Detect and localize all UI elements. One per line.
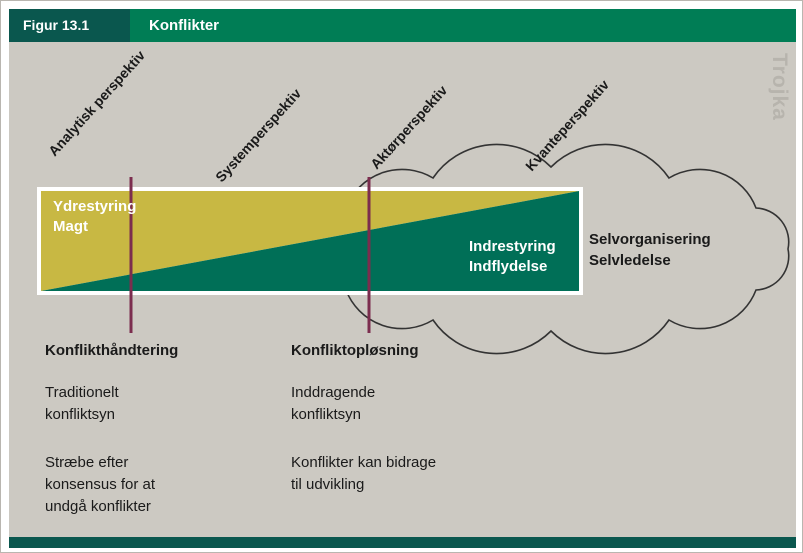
column-text-traditionelt: Traditionelt konfliktsyn [45, 384, 119, 423]
figure-title: Konflikter [149, 17, 220, 34]
bottom-accent-bar [9, 537, 796, 548]
publisher-watermark: Trojka [768, 53, 791, 121]
cloud-label-selvorganisering: Selvorganisering Selvledelse [589, 231, 711, 269]
column-text-inddragende: Inddragende konfliktsyn [291, 384, 376, 423]
figure-number-badge: Figur 13.1 [9, 9, 130, 42]
column-heading-konfliktoploesning: Konfliktopløsning [291, 342, 419, 359]
column-text-bidrage: Konflikter kan bidrage til udvikling [291, 454, 437, 493]
figure-number-label: Figur 13.1 [23, 17, 90, 33]
bar-label-indrestyring: Indrestyring Indflydelse [469, 238, 556, 275]
column-heading-konflikthaandtering: Konflikthåndtering [45, 342, 179, 359]
column-text-straebe: Stræbe efter konsensus for at undgå konf… [45, 454, 156, 515]
bar-label-ydrestyring: Ydrestyring Magt [53, 198, 137, 235]
figure-title-bar: Konflikter [130, 9, 796, 42]
